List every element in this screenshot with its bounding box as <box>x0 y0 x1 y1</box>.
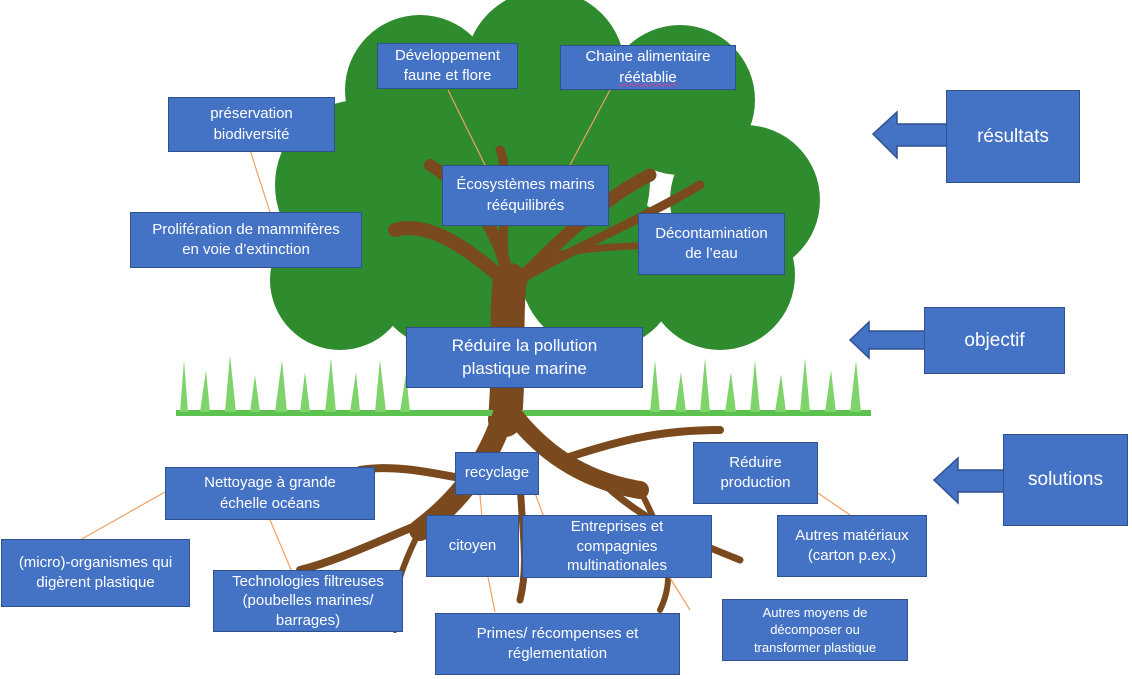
solution-text-line: recyclage <box>464 464 530 482</box>
solution-text-line: Autres moyens de <box>762 604 868 620</box>
solution-text-line: production <box>720 474 791 491</box>
result-box-developpement-faune-flore: Développement faune et flore <box>377 43 518 89</box>
result-box-decontamination-eau: Décontamination de l’eau <box>638 213 785 275</box>
result-text-line: faune et flore <box>403 67 492 84</box>
result-text-line: Écosystèmes marins <box>456 176 595 194</box>
solution-box-autres-materiaux: Autres matériaux (carton p.ex.) <box>777 515 927 577</box>
solution-text-line: Nettoyage à grande <box>204 474 336 492</box>
solution-text-line: Entreprises et <box>570 518 664 536</box>
result-box-proliferation-mammiferes: Prolifération de mammifères en voie d’ex… <box>130 212 362 268</box>
result-text-line: en voie d’extinction <box>182 241 310 258</box>
result-box-chaine-alimentaire: Chaine alimentaire réétablie <box>560 45 736 90</box>
result-text-line: rééquilibrés <box>486 196 565 214</box>
legend-label: résultats <box>977 125 1049 147</box>
solution-box-primes-recompenses: Primes/ récompenses et réglementation <box>435 613 680 675</box>
solution-text-line: (poubelles marines/ <box>242 592 374 610</box>
solution-box-recyclage: recyclage <box>455 452 539 495</box>
solution-text-line: transformer plastique <box>753 639 877 655</box>
result-text-line: réétablie <box>619 68 677 86</box>
objective-text-line: plastique marine <box>462 358 587 378</box>
objective-text-line: Réduire la pollution <box>451 335 598 355</box>
result-text-line: Décontamination <box>655 224 768 242</box>
solution-text-line: digèrent plastique <box>36 574 155 591</box>
objective-box: Réduire la pollution plastique marine <box>406 327 643 388</box>
legend-box-resultats: résultats <box>946 90 1080 183</box>
arrow-solutions <box>932 456 1006 505</box>
solution-box-technologies-filtreuses: Technologies filtreuses (poubelles marin… <box>213 570 403 632</box>
result-box-ecosystemes-marins: Écosystèmes marins rééquilibrés <box>442 165 609 226</box>
solution-text-line: échelle océans <box>219 494 321 512</box>
result-text-line: biodiversité <box>213 125 290 143</box>
solution-text-line: Primes/ récompenses et <box>476 624 639 642</box>
arrow-resultats <box>871 110 949 160</box>
arrow-objectif <box>848 320 927 360</box>
solution-text-line: multinationales <box>566 557 668 575</box>
legend-label: objectif <box>964 329 1025 351</box>
solution-text-line: décomposer ou <box>770 622 860 638</box>
solution-text-line: Réduire <box>729 453 782 471</box>
solution-box-autres-moyens: Autres moyens de décomposer ou transform… <box>722 599 908 661</box>
solution-text-line: (carton p.ex.) <box>807 547 897 564</box>
result-text-line: de l’eau <box>685 245 738 262</box>
solution-box-micro-organismes: (micro)-organismes qui digèrent plastiqu… <box>1 539 190 607</box>
solution-box-citoyen: citoyen <box>426 515 519 577</box>
solution-text-line: Autres matériaux <box>795 526 909 544</box>
result-text-line: Prolifération de mammifères <box>152 220 340 238</box>
solution-text-line: réglementation <box>507 645 608 662</box>
solution-text-line: barrages) <box>275 611 341 629</box>
result-text-line: Développement <box>394 46 501 64</box>
solution-box-nettoyage: Nettoyage à grande échelle océans <box>165 467 375 520</box>
solution-text-line: citoyen <box>448 536 497 554</box>
solution-text-line: (micro)-organismes qui <box>18 553 173 571</box>
solution-box-entreprises: Entreprises et compagnies multinationale… <box>522 515 712 578</box>
result-text-line: préservation <box>210 105 293 123</box>
solution-box-reduire-production: Réduire production <box>693 442 818 504</box>
result-box-preservation-biodiversite: préservation biodiversité <box>168 97 335 152</box>
result-text-line: Chaine alimentaire <box>585 48 711 66</box>
solution-text-line: compagnies <box>576 537 658 555</box>
legend-box-objectif: objectif <box>924 307 1065 374</box>
solution-text-line: Technologies filtreuses <box>232 572 384 590</box>
legend-label: solutions <box>1028 469 1103 491</box>
legend-box-solutions: solutions <box>1003 434 1128 526</box>
